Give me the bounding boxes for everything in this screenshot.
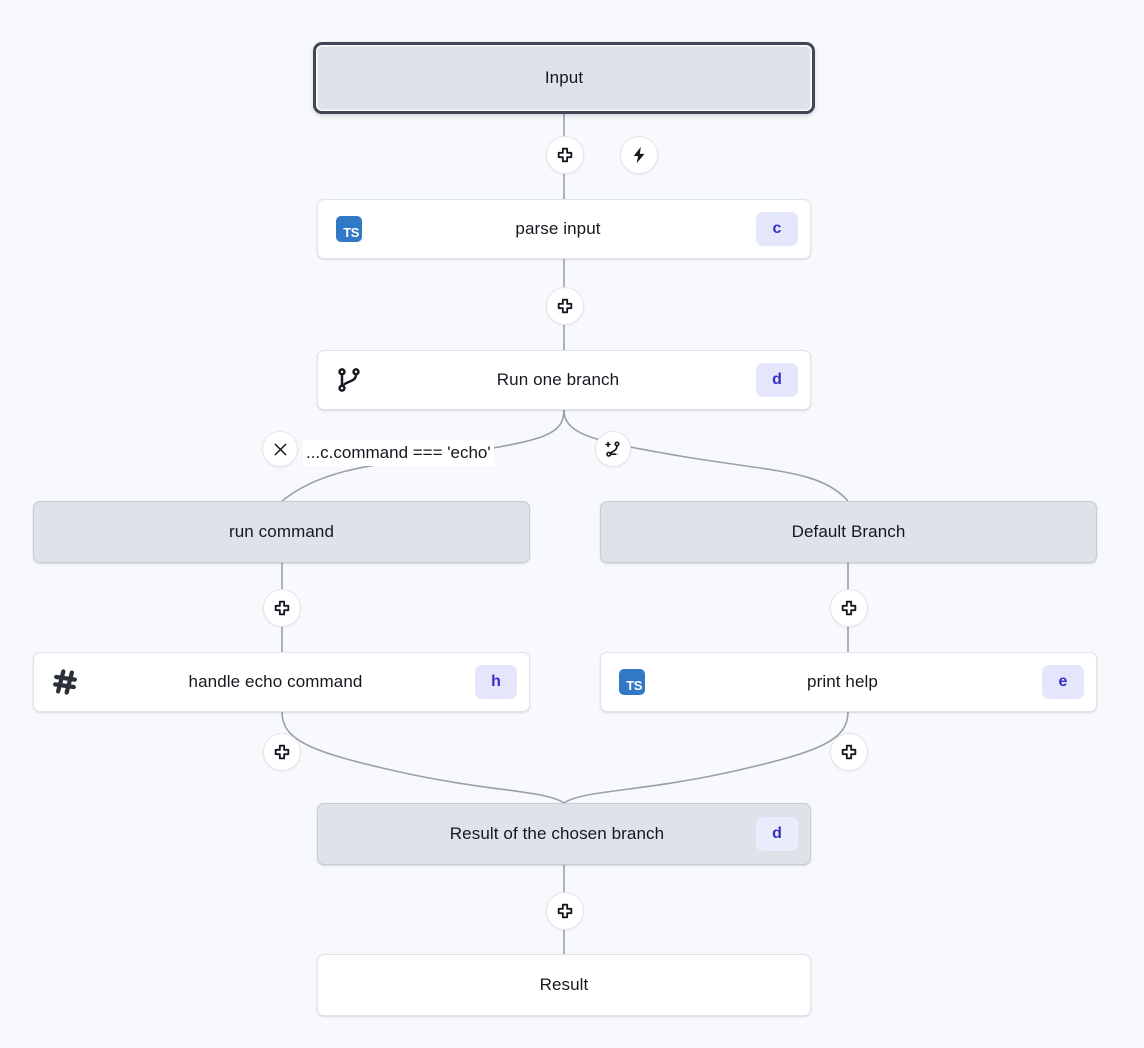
node-parse-input-badge[interactable]: c [756,212,798,246]
typescript-icon: TS [332,212,366,246]
add-step-button-after-parse-input[interactable] [546,287,584,325]
git-branch-icon [332,363,366,397]
plus-icon [557,903,573,919]
plus-icon [274,744,290,760]
node-parse-input[interactable]: TS parse input c [317,199,811,259]
node-input[interactable]: Input [313,42,815,114]
node-result-of-chosen-branch[interactable]: Result of the chosen branch d [317,803,811,865]
node-default-branch[interactable]: Default Branch [600,501,1097,563]
node-result-of-chosen-branch-label: Result of the chosen branch [449,824,665,843]
node-print-help-badge[interactable]: e [1042,665,1084,699]
add-step-button-after-result-branch[interactable] [546,892,584,930]
node-parse-input-label: parse input [515,219,601,238]
add-step-button-after-input[interactable] [546,136,584,174]
node-handle-echo-command-badge[interactable]: h [475,665,517,699]
typescript-icon-glyph: TS [336,216,362,242]
add-step-button-after-run-command[interactable] [263,589,301,627]
edge-handle-to-result [281,711,565,804]
node-result-of-chosen-branch-badge[interactable]: d [756,817,798,851]
lightning-bolt-icon [633,146,645,164]
node-handle-echo-command[interactable]: handle echo command h [33,652,530,712]
edge-printhelp-to-result [563,711,849,804]
branch-condition-label[interactable]: ...c.command === 'echo' [303,440,494,466]
close-icon [274,443,286,455]
typescript-icon-glyph: TS [619,669,645,695]
script-hash-icon [48,665,82,699]
delete-branch-button[interactable] [262,431,298,467]
node-result[interactable]: Result [317,954,811,1016]
node-print-help[interactable]: TS print help e [600,652,1097,712]
node-run-command-label: run command [228,522,335,541]
node-default-branch-label: Default Branch [791,522,906,541]
add-step-button-after-default-branch[interactable] [830,589,868,627]
plus-icon [557,298,573,314]
add-branch-button[interactable] [595,431,631,467]
node-result-label: Result [539,975,589,994]
plus-icon [274,600,290,616]
plus-icon [841,600,857,616]
node-run-one-branch[interactable]: Run one branch d [317,350,811,410]
node-run-one-branch-label: Run one branch [496,370,620,389]
trigger-button[interactable] [620,136,658,174]
node-run-command[interactable]: run command [33,501,530,563]
node-handle-echo-command-label: handle echo command [188,672,363,691]
node-input-label: Input [544,68,584,87]
typescript-icon: TS [615,665,649,699]
plus-icon [557,147,573,163]
add-step-button-after-print-help[interactable] [830,733,868,771]
git-branch-plus-icon [604,440,620,457]
plus-icon [841,744,857,760]
add-step-button-after-handle-echo[interactable] [263,733,301,771]
node-print-help-label: print help [807,672,878,691]
node-run-one-branch-badge[interactable]: d [756,363,798,397]
